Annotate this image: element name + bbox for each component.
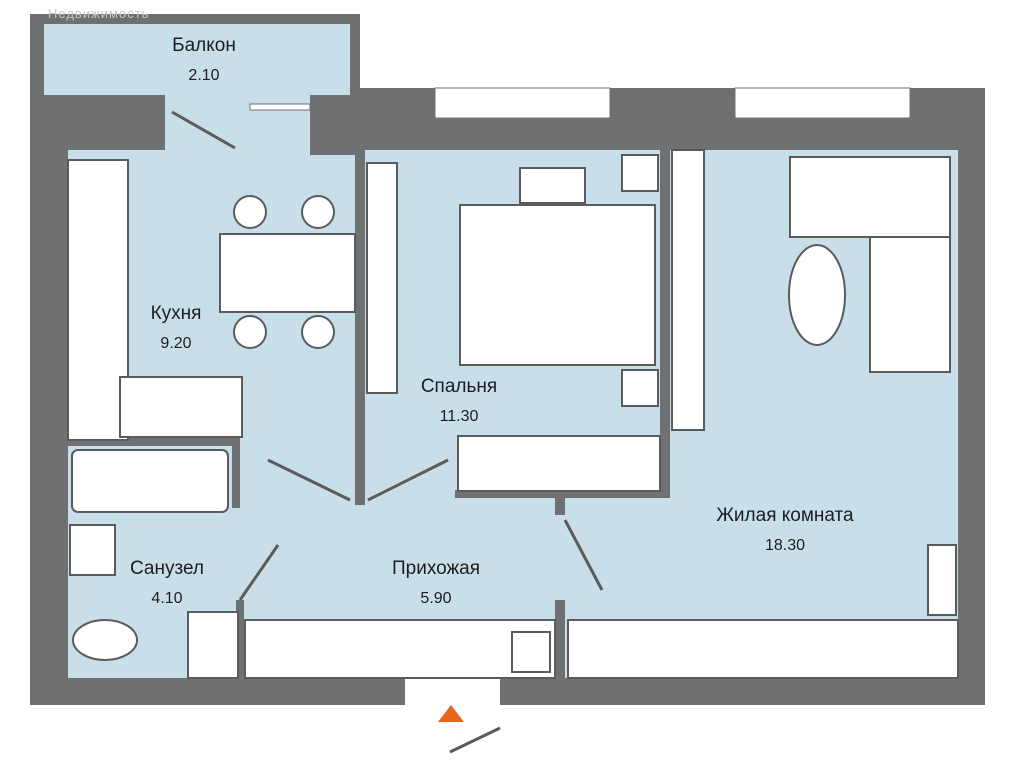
- room-name: Жилая комната: [716, 505, 854, 526]
- room-area: 5.90: [420, 590, 452, 607]
- room-area: 2.10: [188, 67, 220, 84]
- interior-walls: [68, 150, 670, 678]
- furniture: [67, 149, 959, 679]
- room-name: Прихожая: [391, 558, 481, 579]
- room-area: 18.30: [764, 537, 806, 554]
- room-bedroom: Спальня 11.30: [421, 376, 497, 428]
- balcony-floor: [44, 24, 350, 104]
- kitchen-top-wall: [310, 95, 365, 155]
- room-name: Кухня: [150, 303, 202, 324]
- room-area: 11.30: [439, 408, 479, 425]
- room-name: Санузел: [129, 558, 205, 579]
- window: [434, 87, 611, 119]
- room-name: Балкон: [172, 35, 236, 56]
- room-area: 4.10: [151, 590, 183, 607]
- balcony-door-opening: [165, 95, 310, 150]
- room-bathroom: Санузел 4.10: [130, 558, 204, 610]
- room-kitchen: Кухня 9.20: [151, 303, 202, 355]
- watermark: Недвижимость: [48, 6, 150, 21]
- room-balcony: Балкон 2.10: [172, 35, 236, 87]
- entrance-triangle-icon: [438, 705, 464, 722]
- room-living: Жилая комната 18.30: [716, 505, 853, 557]
- window: [249, 103, 311, 111]
- window: [734, 87, 911, 119]
- room-hallway: Прихожая 5.90: [392, 558, 480, 610]
- room-name: Спальня: [420, 376, 498, 397]
- room-area: 9.20: [160, 335, 192, 352]
